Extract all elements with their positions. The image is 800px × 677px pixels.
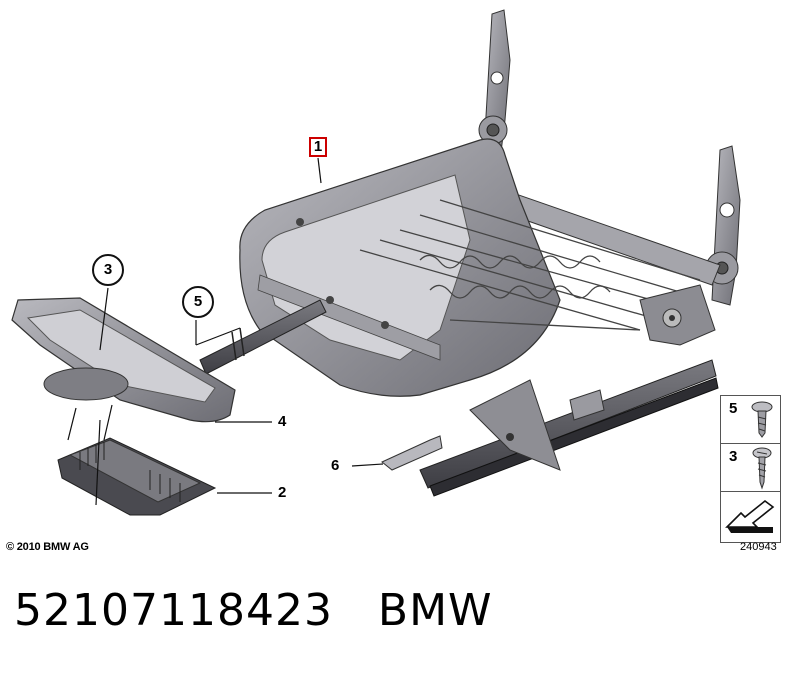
- callout-6-label: 6: [331, 457, 340, 474]
- rail-screws: [231, 327, 245, 361]
- seat-rails: [199, 299, 719, 497]
- footer-caption: 52107118423 BMW: [14, 585, 493, 636]
- diagram-id: 240943: [740, 541, 777, 553]
- small-bracket: [381, 435, 443, 471]
- fastener-legend: 5 3: [720, 395, 781, 543]
- legend-label-3: 3: [729, 448, 738, 465]
- legend-item-tapping-screw: 3: [721, 444, 780, 492]
- callout-3: 3: [92, 254, 124, 286]
- callout-2-label: 2: [278, 484, 287, 501]
- legend-label-5: 5: [729, 400, 738, 417]
- control-module: [57, 437, 217, 516]
- callout-1-label: 1: [313, 138, 323, 155]
- brand-name: BMW: [377, 585, 493, 636]
- callout-3-label: 3: [103, 261, 113, 278]
- seat-pan-shell: [239, 138, 561, 397]
- left-backrest-hinge: [478, 9, 511, 161]
- tapping-screw-icon: [752, 447, 772, 490]
- copyright-notice: © 2010 BMW AG: [6, 541, 89, 553]
- seat-spring-mat: [359, 199, 701, 331]
- legend-item-direction: [721, 492, 780, 542]
- leader-lines: [67, 157, 384, 506]
- height-adjust-mechanism: [639, 284, 716, 346]
- callout-4-label: 4: [278, 413, 287, 430]
- callout-5-label: 5: [193, 293, 203, 310]
- part-number: 52107118423: [14, 585, 333, 636]
- legend-item-torx-screw: 5: [721, 396, 780, 444]
- torx-screw-icon: [751, 401, 773, 438]
- callout-1: 1: [309, 137, 327, 157]
- arrow-direction-icon: [725, 499, 775, 533]
- seat-trim-panel: [11, 297, 236, 423]
- callout-5: 5: [182, 286, 214, 318]
